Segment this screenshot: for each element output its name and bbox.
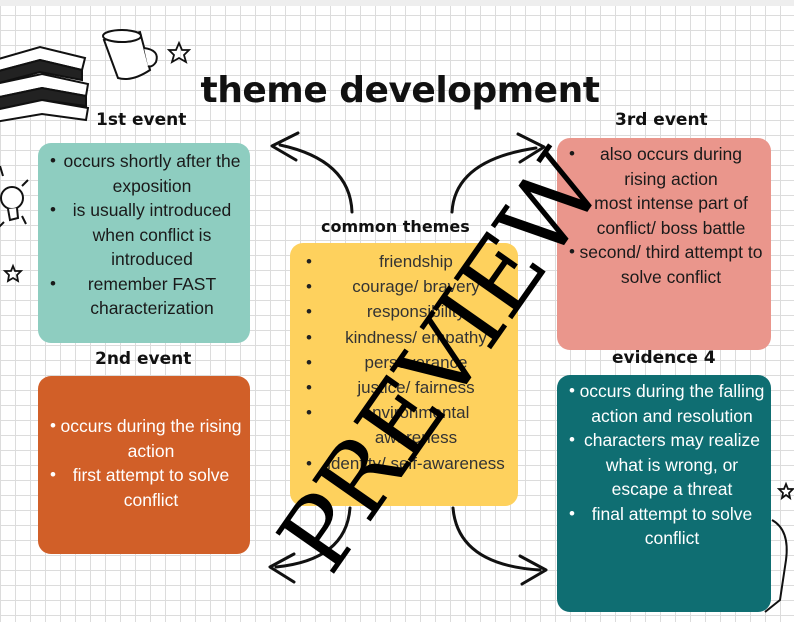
list-item: environmental awareness [298,400,512,450]
common-themes-card: friendship courage/ bravery responsibili… [290,243,518,506]
lightbulb-icon [0,165,29,228]
list-item: identity/ self-awareness [298,451,512,476]
second-event-heading: 2nd event [95,349,192,369]
arrow-head [268,552,296,584]
star-icon [776,481,794,501]
list-item: friendship [298,249,512,274]
first-event-heading: 1st event [96,110,187,130]
list-item: most intense part of conflict/ boss batt… [567,191,763,240]
list-item: also occurs during rising action [567,142,763,191]
list-item: responsibility [298,299,512,324]
list-item: occurs during the rising action [48,414,242,463]
list-item: courage/ bravery [298,274,512,299]
common-themes-heading: common themes [321,217,470,236]
list-item: is usually introduced when conflict is i… [48,198,244,272]
fourth-event-heading: evidence 4 [612,348,716,368]
star-icon [2,263,24,283]
mug-icon [102,29,158,80]
top-band [0,0,794,6]
second-event-card: occurs during the rising action first at… [38,376,250,554]
star-icon [166,40,192,64]
arrow-to-second [274,506,352,569]
arrow-head [270,131,300,162]
list-item: kindness/ empathy [298,325,512,350]
list-item: characters may realize what is wrong, or… [567,428,765,502]
page-title: theme development [200,70,600,111]
arrow-to-first [278,143,354,214]
list-item: occurs shortly after the exposition [48,149,244,198]
first-event-card: occurs shortly after the exposition is u… [38,143,250,343]
arrow-head [516,132,546,164]
list-item: first attempt to solve conflict [48,463,242,512]
third-event-heading: 3rd event [615,110,708,130]
books-icon [0,45,90,123]
arrow-to-fourth [451,506,542,572]
third-event-card: also occurs during rising action most in… [557,138,771,350]
list-item: perseverance [298,350,512,375]
list-item: final attempt to solve conflict [567,502,765,551]
list-item: justice/ fairness [298,375,512,400]
pencil-icon [764,519,788,613]
arrow-to-third [450,146,538,214]
arrow-head [518,554,548,586]
list-item: remember FAST characterization [48,272,244,321]
list-item: second/ third attempt to solve conflict [567,240,763,289]
list-item: occurs during the falling action and res… [567,379,765,428]
fourth-event-card: occurs during the falling action and res… [557,375,771,612]
